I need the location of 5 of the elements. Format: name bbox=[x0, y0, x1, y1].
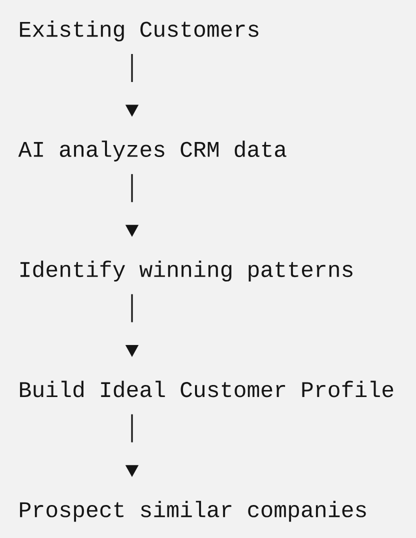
step-text: AI analyzes CRM data bbox=[18, 140, 286, 162]
step-text: Prospect similar companies bbox=[20, 500, 366, 522]
step-text: Build Ideal Customer Profile bbox=[20, 380, 394, 398]
step-text: Existing Customers bbox=[20, 20, 258, 42]
step-text: Identify winning patterns bbox=[20, 260, 352, 282]
